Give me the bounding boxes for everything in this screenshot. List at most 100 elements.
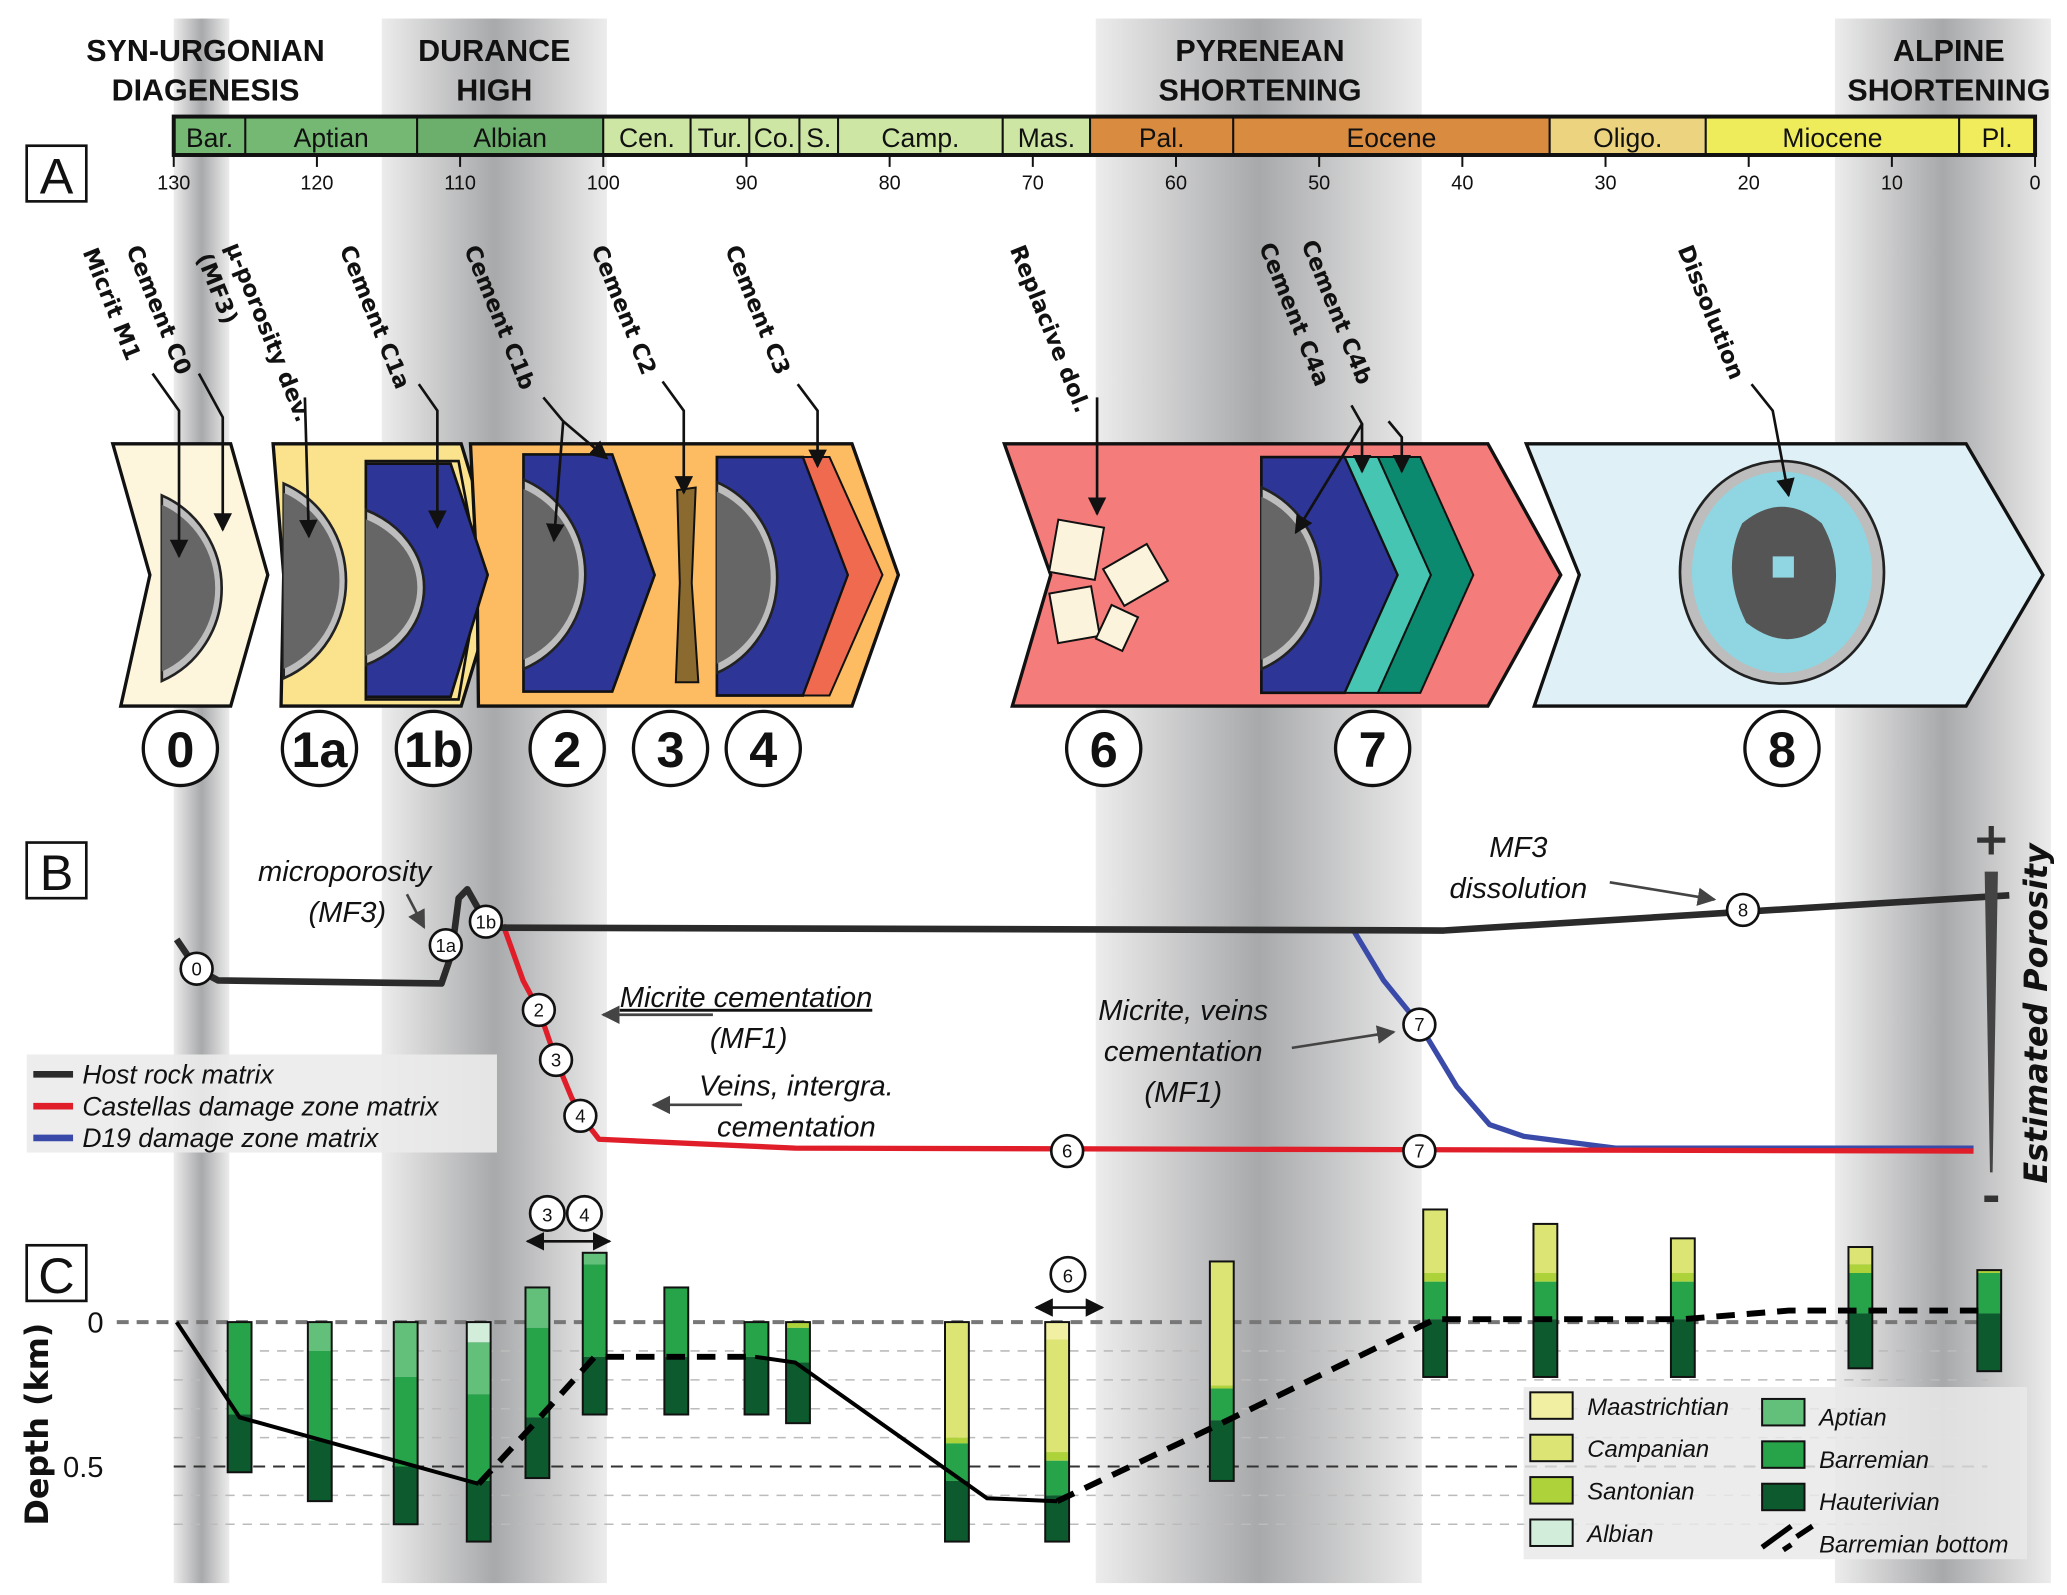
- leader-arrow: [1750, 383, 1795, 498]
- stage-number-circle: [1064, 709, 1143, 788]
- stage-number-circle: [280, 709, 359, 788]
- well-layer-hauterivian: [525, 1417, 550, 1479]
- event-title: SHORTENING: [1847, 74, 2050, 108]
- porosity-stage-marker: [1049, 1133, 1085, 1169]
- stage-label: S.: [806, 123, 831, 153]
- timescale-bar: [171, 114, 2038, 157]
- well-layer-hauterivian: [466, 1480, 491, 1542]
- legend-swatch: [1761, 1440, 1806, 1469]
- well-layer-campanian: [1423, 1209, 1448, 1274]
- well-layer-santonian: [1848, 1264, 1873, 1274]
- legend-label: Albian: [1585, 1521, 1653, 1548]
- well-layer-campanian: [945, 1322, 969, 1438]
- stage-label: Pal.: [1139, 123, 1185, 153]
- stage-number: 6: [1090, 721, 1118, 778]
- stage-label: Albian: [473, 123, 547, 153]
- castellas-porosity-curve: [500, 923, 1974, 1154]
- leader-arrow: [661, 380, 694, 495]
- well-outline: [1976, 1269, 2003, 1373]
- well-layer-barremian: [466, 1394, 491, 1481]
- well-layer-hauterivian: [1977, 1313, 2002, 1372]
- well-layer-barremian: [744, 1322, 769, 1357]
- well-layer-hauterivian: [786, 1362, 810, 1424]
- legend-swatch: [1529, 1391, 1574, 1420]
- tick-label: 110: [444, 172, 476, 194]
- legend-label: Barremian: [1819, 1447, 1929, 1474]
- legend-swatch: [1761, 1482, 1806, 1512]
- well-column: [581, 1251, 608, 1416]
- well-layer-barremian: [1977, 1273, 2002, 1314]
- well-layer-barremian: [1045, 1460, 1070, 1496]
- stage-number-circle: [394, 709, 473, 788]
- legend-swatch-dashed: [1760, 1523, 1793, 1550]
- well-layer-barremian: [525, 1327, 550, 1418]
- well-layer-hauterivian: [1209, 1420, 1234, 1481]
- well-column: [944, 1321, 970, 1543]
- annotation-arrow: [405, 893, 426, 929]
- well-layer-barremian: [307, 1350, 332, 1441]
- stage-label: Pl.: [1982, 123, 2013, 153]
- dissolution-pore: [1772, 556, 1794, 578]
- well-outline: [392, 1321, 419, 1526]
- well-column: [1208, 1260, 1235, 1482]
- well-layer-campanian: [1670, 1238, 1695, 1274]
- event-title: DIAGENESIS: [112, 74, 300, 108]
- well-layer-santonian: [1423, 1273, 1448, 1282]
- well-layer-santonian: [1209, 1385, 1234, 1389]
- well-column: [785, 1321, 811, 1425]
- well-layer-santonian: [786, 1322, 810, 1328]
- well-layer-santonian: [1670, 1273, 1695, 1282]
- annotation-micrite-cementation: Micrite cementation: [620, 982, 873, 1014]
- well-outline: [581, 1251, 608, 1416]
- panel-label-box: [25, 1243, 88, 1303]
- well-layer-barremian: [1533, 1281, 1558, 1320]
- event-title: DURANCE: [418, 34, 570, 68]
- well-layer-santonian: [1977, 1270, 2002, 1274]
- range-marker-circle: [528, 1194, 566, 1233]
- annotation-microporosity: microporosity: [258, 856, 434, 888]
- micrite-grain-7: [1261, 496, 1315, 660]
- porosity-plus: +: [1972, 812, 2010, 865]
- well-outline: [524, 1286, 551, 1480]
- stage-label: Bar.: [186, 123, 233, 153]
- barremian-bottom-solid: [174, 1321, 480, 1486]
- annotation-mf3-dissolution: MF3: [1489, 832, 1547, 864]
- well-layer-barremian: [227, 1322, 252, 1415]
- range-marker-label: 4: [579, 1204, 589, 1225]
- well-column: [524, 1286, 551, 1480]
- well-column: [743, 1321, 770, 1416]
- well-layer-hauterivian: [1533, 1319, 1558, 1377]
- well-column: [306, 1321, 333, 1503]
- leader-arrow: [1387, 420, 1412, 474]
- annotation-micrite-veins: (MF1): [1144, 1077, 1222, 1109]
- porosity-stage-label: 7: [1414, 1141, 1424, 1162]
- well-layer-hauterivian: [744, 1356, 769, 1415]
- well-layer-hauterivian: [1045, 1495, 1070, 1542]
- well-layer-barremian: [1423, 1281, 1448, 1320]
- cement-c3: [801, 456, 884, 697]
- stage-number-circle: [724, 709, 802, 788]
- stage-label: Tur.: [698, 123, 743, 153]
- well-column: [663, 1286, 690, 1416]
- porosity-stage-label: 7: [1414, 1014, 1424, 1035]
- porosity-stage-label: 8: [1738, 900, 1748, 921]
- stage-number-circle: [1333, 709, 1412, 788]
- cement-c2-vein: [674, 486, 700, 684]
- legend-label: Castellas damage zone matrix: [82, 1091, 440, 1121]
- event-title: HIGH: [456, 74, 532, 108]
- tick-label: 100: [587, 172, 620, 194]
- well-layer-barremian: [582, 1264, 607, 1357]
- panel-label-box: [25, 144, 88, 203]
- annotation-micrite-veins: Micrite, veins: [1098, 995, 1268, 1027]
- stage-number-circle: [631, 709, 710, 788]
- stage-number: 3: [657, 721, 685, 778]
- well-layer-hauterivian: [1848, 1313, 1873, 1369]
- legend-swatch: [1529, 1518, 1574, 1547]
- well-layer-campanian: [1045, 1339, 1070, 1453]
- annotation-veins: Veins, intergra.: [699, 1071, 894, 1103]
- well-outline: [306, 1321, 333, 1503]
- leader-arrow: [562, 420, 609, 460]
- micrite-grain-1b: [365, 519, 418, 656]
- annotation-arrow: [1609, 880, 1717, 906]
- stage-label-rotated: Replacive dol.: [1004, 242, 1095, 417]
